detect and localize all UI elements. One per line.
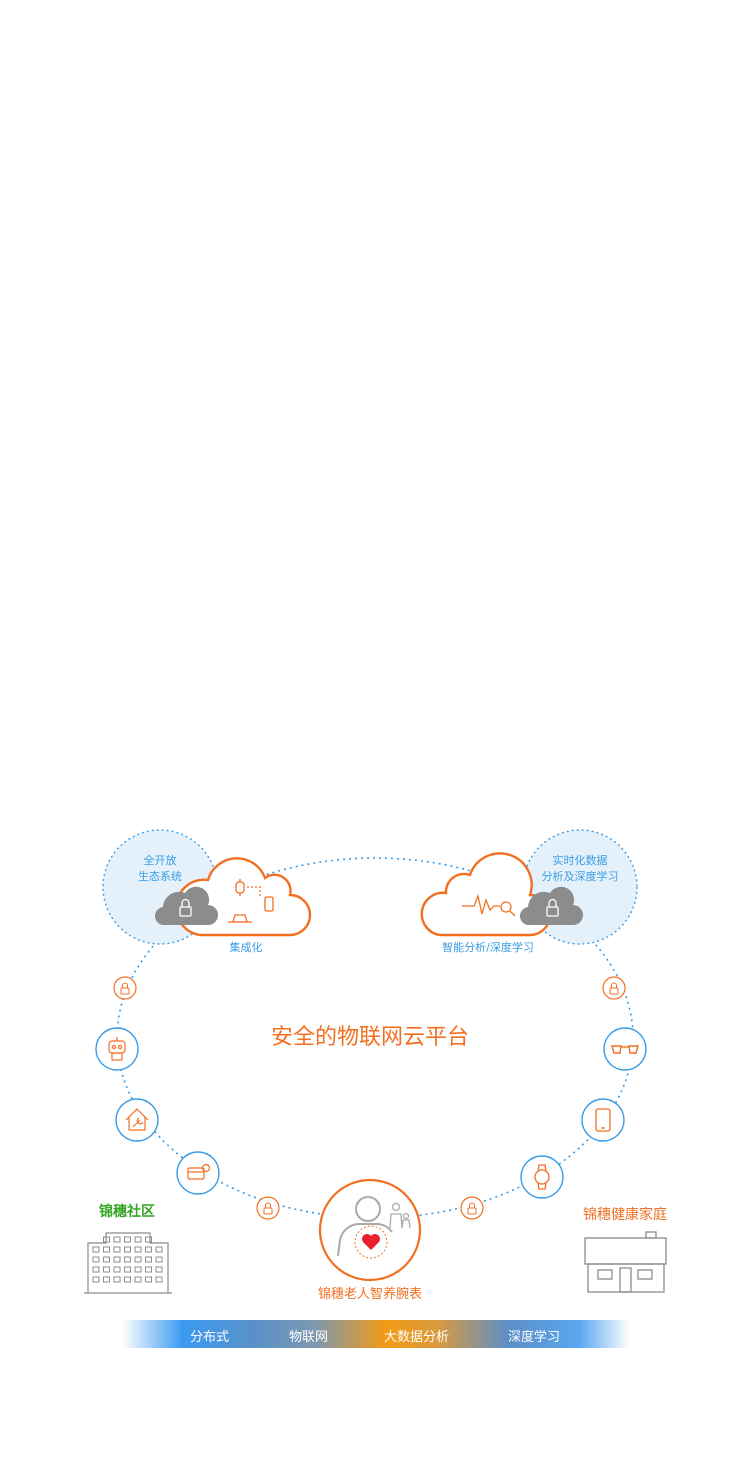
building-window [145,1236,152,1243]
lock-icon [263,1202,273,1215]
heart-icon [362,1233,380,1250]
building-window [134,1276,142,1283]
building-window [92,1266,100,1273]
phone-node [581,1098,625,1142]
watch-node [520,1155,564,1199]
glasses-node [603,1027,647,1071]
robot-icon [108,1037,126,1061]
elderly-person-icon [337,1196,393,1257]
building-window [155,1276,163,1283]
capability-bar: 分布式 物联网 大数据分析 深度学习 [122,1320,630,1348]
building-window [155,1266,163,1273]
smart-home-node [115,1098,159,1142]
building-window [103,1256,110,1263]
family-icon [389,1202,411,1229]
ecosystem-bubble-line2: 生态系统 [138,869,182,883]
building-window [103,1266,110,1273]
building-window [103,1246,110,1253]
smart-home-icon [125,1108,149,1131]
capability-big-data: 大数据分析 [384,1330,450,1345]
card-icon [187,1163,211,1180]
building-window [124,1256,131,1263]
building-window [113,1266,121,1273]
elderly-watch-label: 锦穗老人智养腕表 [318,1286,422,1302]
building-window [134,1246,142,1253]
building-window [155,1256,163,1263]
realtime-bubble-line2: 分析及深度学习 [542,869,619,883]
building-window [124,1236,131,1243]
phone-icon [595,1108,611,1132]
lock-node-bottom-right [460,1196,484,1220]
building-window [113,1236,121,1243]
building-window [92,1256,100,1263]
building-window [145,1266,152,1273]
lock-icon [467,1202,477,1215]
building-window [134,1236,142,1243]
integration-label: 集成化 [230,940,263,954]
building-window [103,1236,110,1243]
pulse-search-icon [462,893,516,917]
card-node [176,1151,220,1195]
building-window [113,1256,121,1263]
lock-icon [179,898,192,917]
building-window [145,1256,152,1263]
capability-iot: 物联网 [289,1330,329,1345]
left-lock-cloud [154,886,218,926]
building-window [124,1276,131,1283]
glasses-icon [611,1045,639,1054]
watch-phone-icon [228,879,274,923]
community-label: 锦穗社区 [99,1203,155,1220]
house-icon [584,1231,667,1293]
building-window [124,1266,131,1273]
building-window [92,1246,100,1253]
building-window [103,1276,110,1283]
building-window [92,1276,100,1283]
right-lock-cloud [519,886,583,926]
realtime-bubble-line1: 实时化数据 [553,853,608,867]
building-window [134,1256,142,1263]
building-window [113,1246,121,1253]
building-window [113,1276,121,1283]
building-window [145,1276,152,1283]
lock-node-bottom-left [256,1196,280,1220]
building-icon [84,1232,172,1294]
ecosystem-bubble-line1: 全开放 [144,853,177,867]
lock-icon [609,982,619,995]
building-window [145,1246,152,1253]
lock-icon [546,898,559,917]
lock-node-right-top [602,976,626,1000]
lock-icon [120,982,130,995]
building-window [134,1266,142,1273]
building-window [155,1246,163,1253]
analytics-label: 智能分析/深度学习 [442,940,534,954]
robot-node [95,1027,139,1071]
watch-icon [534,1164,550,1190]
building-windows [92,1236,163,1283]
lock-node-left-top [113,976,137,1000]
elderly-watch-node [318,1178,422,1282]
building-window [124,1246,131,1253]
platform-title: 安全的物联网云平台 [271,1025,469,1050]
home-label: 锦穗健康家庭 [583,1206,667,1223]
capability-distributed: 分布式 [190,1330,230,1345]
capability-deep-learning: 深度学习 [508,1330,561,1345]
